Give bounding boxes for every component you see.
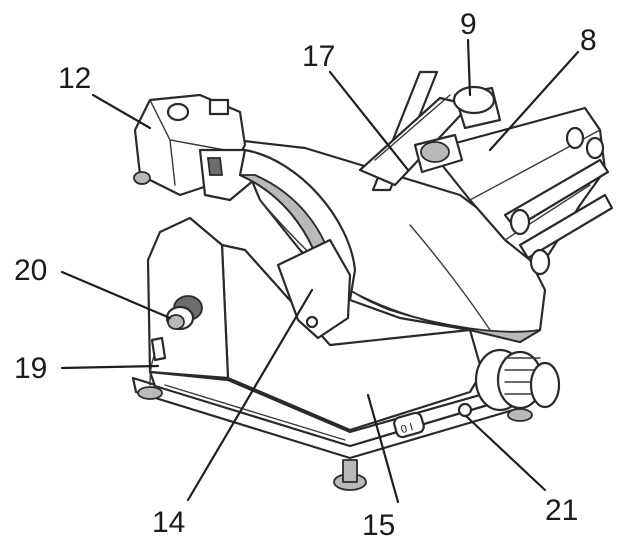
leader-19 [60,364,160,370]
callout-19: 19 [14,352,47,385]
leader-17 [328,70,410,172]
callout-21: 21 [545,494,578,527]
thickness-knob [474,348,561,412]
sharpener [133,93,262,202]
leader-15 [366,393,400,504]
callout-12: 12 [58,62,91,95]
callout-17: 17 [302,40,335,73]
callout-15: 15 [362,509,395,542]
leader-8 [488,50,580,152]
leader-lines [60,38,580,504]
feet [137,386,533,491]
pusher-rods [358,70,502,192]
leader-21 [464,414,547,492]
indicator-light [457,402,473,418]
power-switch: 0 I [393,411,425,439]
callout-20: 20 [14,254,47,287]
knob-left [165,295,203,331]
carriage [428,106,614,276]
blade-cover-arm [238,148,357,340]
callout-8: 8 [580,24,597,57]
leader-12 [91,93,152,130]
leader-20 [60,270,172,320]
switch-label: 0 I [400,421,415,436]
leader-14 [186,288,314,502]
power-cable [149,336,167,386]
callout-labels: 12 17 9 8 20 19 14 15 21 [14,8,597,542]
leader-9 [466,38,472,97]
callout-9: 9 [460,8,477,41]
callout-14: 14 [152,506,185,539]
